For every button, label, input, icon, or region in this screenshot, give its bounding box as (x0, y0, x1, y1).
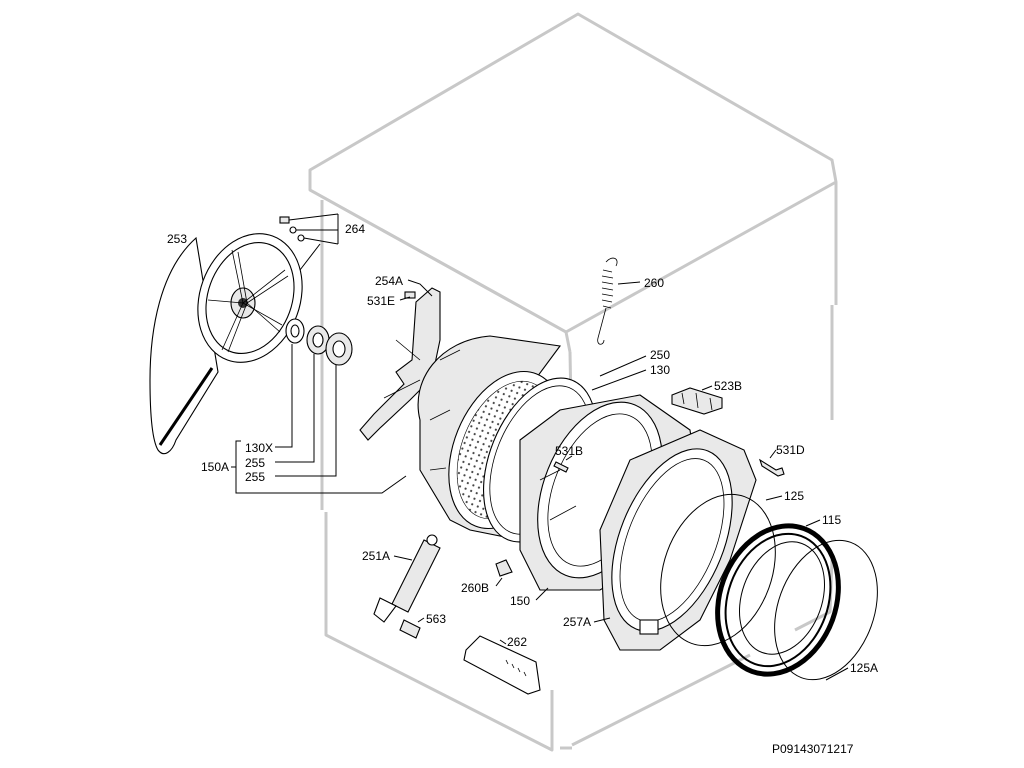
label-251A: 251A (362, 549, 390, 563)
label-531D: 531D (776, 443, 805, 457)
label-260: 260 (644, 276, 664, 290)
label-130X: 130X (245, 441, 273, 455)
label-125A: 125A (850, 661, 878, 675)
leader-130 (591, 369, 647, 391)
label-531E: 531E (367, 294, 395, 308)
label-262: 262 (507, 635, 527, 649)
pulley-253[interactable] (149, 219, 320, 455)
cabinet-outline (308, 12, 838, 752)
label-260B: 260B (461, 581, 489, 595)
label-531B: 531B (555, 444, 583, 458)
group-bracket-150A (231, 440, 241, 494)
label-253: 253 (167, 232, 187, 246)
leader-257A (593, 617, 611, 623)
leader-250 (599, 355, 647, 377)
label-255-b: 255 (245, 470, 265, 484)
clip-260B[interactable] (495, 559, 513, 587)
label-130: 130 (650, 363, 670, 377)
label-257A: 257A (563, 615, 591, 629)
footer-code: P09143071217 (772, 742, 854, 756)
label-255-a: 255 (245, 456, 265, 470)
screw-set-264[interactable] (279, 213, 339, 271)
part-labels: 253 264 254A 531E 260 250 130 523B 531B … (167, 222, 878, 756)
label-250: 250 (650, 348, 670, 362)
drawer-262[interactable] (463, 635, 541, 695)
bearings[interactable] (275, 318, 353, 477)
label-563: 563 (426, 612, 446, 626)
label-125: 125 (784, 489, 804, 503)
part-563[interactable] (399, 617, 425, 639)
door-seal-115[interactable] (698, 509, 859, 692)
label-150A: 150A (201, 460, 229, 474)
label-115: 115 (822, 513, 841, 527)
label-264: 264 (345, 222, 365, 236)
spring-260[interactable] (597, 257, 641, 345)
screw-531D[interactable] (758, 449, 785, 477)
label-150: 150 (510, 594, 530, 608)
part-523B[interactable] (671, 385, 723, 415)
shock-absorber-251A[interactable] (373, 534, 441, 623)
clamp-125[interactable] (641, 478, 796, 662)
label-523B: 523B (714, 379, 742, 393)
label-254A: 254A (375, 274, 403, 288)
screw-531B[interactable] (553, 455, 573, 473)
leader-150 (535, 587, 549, 601)
clamp-125A[interactable] (756, 526, 895, 694)
leader-150A (241, 475, 407, 494)
